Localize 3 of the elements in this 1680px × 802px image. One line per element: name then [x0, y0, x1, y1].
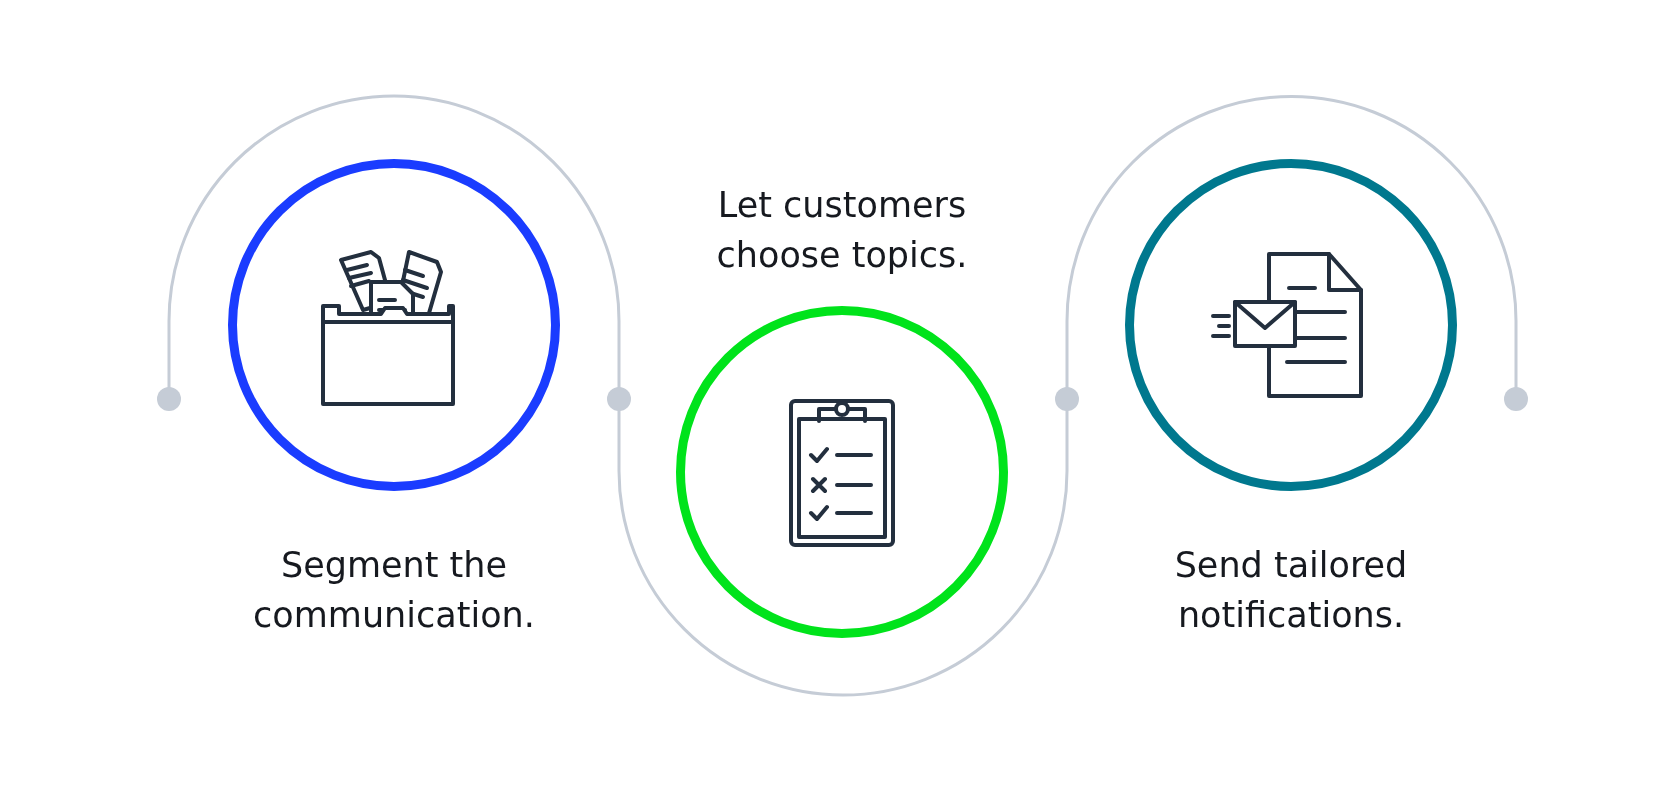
step-label: Send tailored notifications.	[1173, 544, 1409, 637]
step-label: Let customers choose topics.	[715, 184, 969, 277]
step-label: Segment the communication.	[252, 544, 536, 637]
